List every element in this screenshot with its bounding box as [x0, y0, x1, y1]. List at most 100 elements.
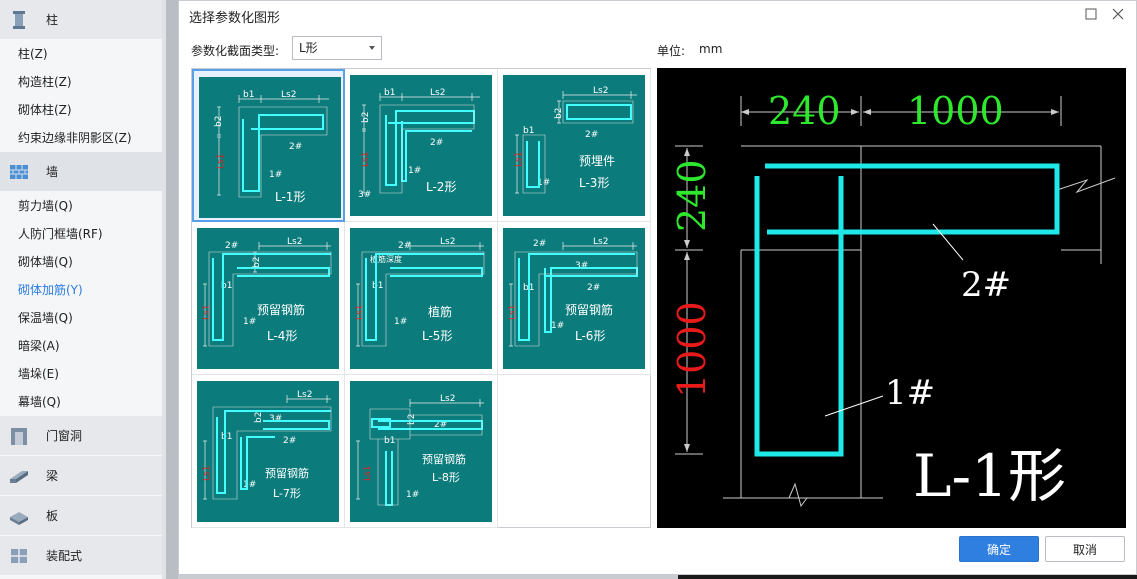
sidebar-item-shear-wall[interactable]: 剪力墙(Q) — [18, 199, 73, 213]
ok-button[interactable]: 确定 — [959, 536, 1039, 562]
svg-text:Ls1: Ls1 — [355, 305, 365, 320]
sidebar-item-hidden-beam[interactable]: 暗梁(A) — [18, 339, 60, 353]
shape-preview: 240 1000 240 1000 2# 1# L-1形 — [657, 68, 1126, 528]
sidebar: 柱 柱(Z) 构造柱(Z) 砌体柱(Z) 约束边缘非阴影区(Z) 墙 剪力墙(Q… — [0, 0, 166, 579]
category-slab[interactable]: 板 — [0, 496, 165, 536]
category-door-window[interactable]: 门窗洞 — [0, 416, 165, 456]
svg-text:2#: 2# — [585, 130, 598, 140]
category-wall[interactable]: 墙 — [0, 152, 165, 192]
sidebar-item-insulation-wall[interactable]: 保温墙(Q) — [18, 311, 73, 325]
sidebar-scrollbar[interactable] — [162, 0, 166, 579]
category-label: 装配式 — [46, 549, 83, 563]
svg-text:2#: 2# — [434, 420, 447, 430]
svg-text:b2: b2 — [214, 116, 224, 127]
svg-text:2#: 2# — [289, 142, 302, 152]
background-canvas-strip — [678, 575, 1137, 579]
background-gap — [166, 0, 178, 579]
beam-icon — [6, 463, 32, 489]
sidebar-item-masonry-wall[interactable]: 砌体墙(Q) — [18, 255, 73, 269]
svg-text:2#: 2# — [398, 241, 411, 251]
category-label: 墙 — [46, 165, 59, 179]
svg-text:L-4形: L-4形 — [267, 329, 297, 343]
section-type-select[interactable]: L形 — [292, 36, 382, 60]
sidebar-item-edge-zone[interactable]: 约束边缘非阴影区(Z) — [18, 131, 132, 145]
svg-text:2#: 2# — [533, 239, 546, 249]
svg-text:1#: 1# — [394, 317, 407, 327]
svg-text:Ls2: Ls2 — [281, 90, 296, 100]
sidebar-item-curtain-wall[interactable]: 幕墙(Q) — [18, 395, 61, 409]
category-column[interactable]: 柱 — [0, 0, 165, 40]
category-label: 门窗洞 — [46, 429, 83, 443]
svg-text:预留钢筋: 预留钢筋 — [257, 302, 305, 317]
svg-text:Ls2: Ls2 — [287, 237, 302, 247]
dim-top-left: 240 — [768, 89, 841, 133]
svg-text:1#: 1# — [408, 166, 421, 176]
maximize-button[interactable] — [1084, 7, 1098, 21]
svg-text:b1: b1 — [384, 88, 395, 98]
sidebar-item-column[interactable]: 柱(Z) — [18, 47, 48, 61]
svg-text:Ls1: Ls1 — [514, 152, 524, 167]
svg-text:Ls1: Ls1 — [363, 466, 373, 481]
svg-text:b1: b1 — [523, 126, 534, 136]
unit-label: 单位: — [657, 44, 686, 58]
svg-text:2#: 2# — [430, 138, 443, 148]
svg-text:2#: 2# — [283, 436, 296, 446]
svg-text:1#: 1# — [269, 170, 282, 180]
svg-text:1#: 1# — [243, 317, 256, 327]
sidebar-item-masonry-column[interactable]: 砌体柱(Z) — [18, 103, 72, 117]
sidebar-item-construction-column[interactable]: 构造柱(Z) — [18, 75, 72, 89]
svg-text:L-2形: L-2形 — [426, 180, 456, 194]
svg-text:预埋件: 预埋件 — [579, 154, 615, 168]
preview-bar2-label: 2# — [961, 265, 1011, 305]
svg-text:Ls1: Ls1 — [508, 305, 518, 320]
svg-text:b1: b1 — [243, 90, 254, 100]
svg-text:Ls2: Ls2 — [430, 88, 445, 98]
svg-text:L-3形: L-3形 — [579, 176, 609, 190]
category-prefab[interactable]: 装配式 — [0, 536, 165, 576]
sidebar-item-wall-pier[interactable]: 墙垛(E) — [18, 367, 59, 381]
svg-text:Ls2: Ls2 — [297, 390, 312, 400]
sidebar-item-masonry-reinforcement[interactable]: 砌体加筋(Y) — [18, 283, 83, 297]
svg-text:3#: 3# — [358, 190, 371, 200]
svg-text:b1: b1 — [221, 432, 232, 442]
svg-text:3#: 3# — [575, 261, 588, 271]
svg-text:Ls2: Ls2 — [593, 237, 608, 247]
svg-text:Ls1: Ls1 — [202, 305, 212, 320]
category-label: 梁 — [46, 469, 59, 483]
section-type-value: L形 — [299, 41, 318, 55]
close-button[interactable] — [1110, 6, 1126, 22]
svg-text:L-5形: L-5形 — [422, 329, 452, 343]
cancel-button[interactable]: 取消 — [1045, 536, 1125, 562]
svg-text:2#: 2# — [225, 241, 238, 251]
unit-value: mm — [699, 42, 723, 56]
svg-text:1#: 1# — [406, 490, 419, 500]
category-beam[interactable]: 梁 — [0, 456, 165, 496]
column-icon — [6, 7, 32, 33]
category-label: 柱 — [46, 13, 59, 27]
svg-text:Ls2: Ls2 — [440, 237, 455, 247]
svg-text:Ls1: Ls1 — [216, 154, 226, 169]
preview-shape-label: L-1形 — [913, 442, 1066, 510]
sidebar-item-civil-defense-wall[interactable]: 人防门框墙(RF) — [18, 227, 103, 241]
section-type-label: 参数化截面类型: — [191, 44, 280, 58]
